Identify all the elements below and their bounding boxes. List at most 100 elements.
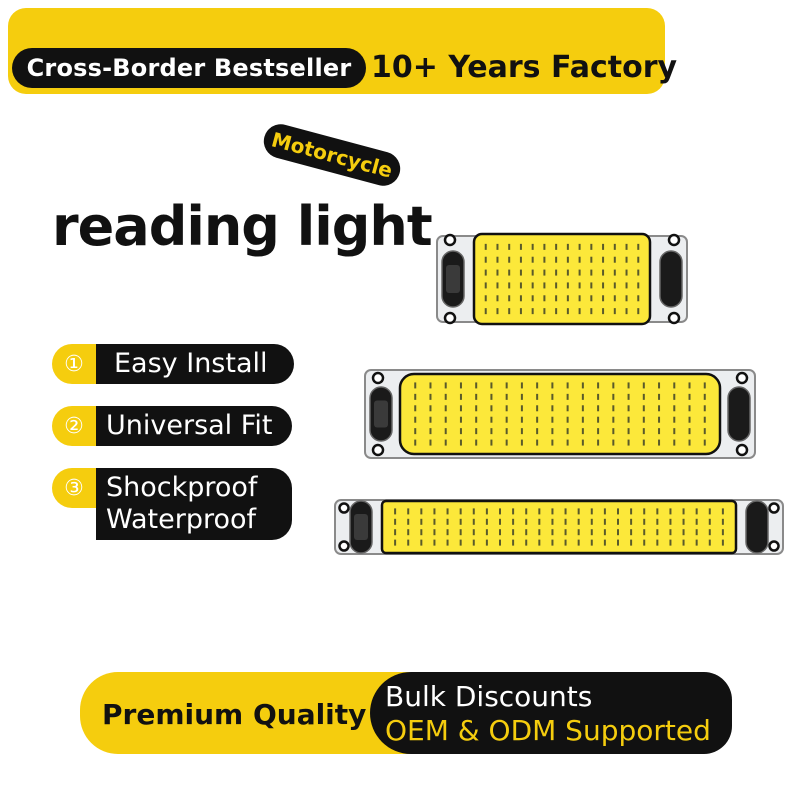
led-chip — [551, 529, 554, 536]
led-chip — [475, 393, 478, 400]
led-chip — [682, 508, 685, 515]
led-chip — [708, 518, 711, 525]
led-chip — [429, 439, 432, 446]
led-chip — [630, 539, 633, 546]
medium-lamp — [364, 369, 756, 459]
led-chip — [625, 295, 628, 302]
connector-right — [745, 500, 769, 554]
led-chip — [597, 439, 600, 446]
led-chip — [603, 508, 606, 515]
led-chip — [394, 518, 397, 525]
led-chip — [525, 508, 528, 515]
led-panel — [398, 372, 722, 456]
led-chip — [551, 393, 554, 400]
led-chip — [543, 282, 546, 289]
led-chip — [484, 256, 487, 263]
led-chip — [499, 518, 501, 525]
led-chip — [643, 518, 646, 525]
led-chip — [637, 308, 640, 315]
led-chip — [484, 282, 487, 289]
led-chip — [519, 256, 522, 263]
feature-label: Easy Install — [114, 348, 268, 379]
led-chip — [673, 428, 676, 435]
led-chip — [642, 393, 645, 400]
led-chip — [673, 416, 676, 423]
led-chip — [673, 393, 676, 400]
led-chip — [505, 393, 508, 400]
mounting-hole — [371, 443, 385, 457]
led-chip — [444, 439, 447, 446]
led-chip — [496, 256, 499, 263]
led-chip — [578, 282, 581, 289]
led-chip — [612, 405, 615, 412]
led-chip — [429, 393, 432, 400]
led-chip — [658, 393, 661, 400]
led-chip — [551, 439, 554, 446]
led-chip — [658, 439, 661, 446]
bottom-banner-black — [370, 672, 732, 754]
led-chip — [703, 405, 706, 412]
switch-knob — [446, 265, 460, 293]
led-chip — [578, 308, 581, 315]
led-chip — [673, 439, 676, 446]
led-chip — [496, 269, 499, 276]
led-chip — [656, 508, 659, 515]
led-chip — [496, 282, 499, 289]
led-chip — [485, 518, 488, 525]
led-chip — [590, 282, 593, 289]
led-chip — [520, 382, 523, 389]
led-chip — [543, 295, 546, 302]
led-chip — [420, 508, 423, 515]
led-chip — [617, 539, 619, 546]
led-chip — [682, 518, 685, 525]
led-chip — [578, 243, 581, 250]
led-chip — [577, 508, 580, 515]
led-chip — [682, 539, 685, 546]
led-chip — [564, 539, 567, 546]
led-chip — [519, 295, 522, 302]
led-chip — [512, 539, 515, 546]
led-chip — [551, 539, 554, 546]
bestseller-badge-text: Cross-Border Bestseller — [26, 54, 352, 82]
led-chip — [459, 539, 462, 546]
led-chip — [597, 393, 600, 400]
led-chip — [555, 308, 558, 315]
led-chip — [551, 405, 554, 412]
led-chip — [531, 256, 534, 263]
led-chip — [543, 269, 546, 276]
led-chip — [555, 282, 558, 289]
led-chip — [536, 393, 539, 400]
mounting-hole — [443, 233, 457, 247]
led-chip — [394, 508, 397, 515]
led-chip — [708, 529, 711, 536]
led-chip — [643, 529, 646, 536]
led-chip — [669, 508, 672, 515]
led-chip — [577, 518, 580, 525]
led-chip — [630, 518, 633, 525]
mounting-hole — [735, 443, 749, 457]
led-chip — [444, 382, 447, 389]
led-chip — [531, 243, 534, 250]
led-chip — [414, 416, 417, 423]
led-chip — [721, 539, 724, 546]
led-chip — [590, 539, 593, 546]
led-chip — [555, 243, 558, 250]
led-chip — [429, 428, 432, 435]
led-chip — [536, 382, 539, 389]
led-chip — [414, 382, 417, 389]
led-chip — [446, 529, 449, 536]
led-chip — [703, 428, 706, 435]
led-chip — [581, 405, 584, 412]
led-chip — [682, 529, 685, 536]
led-chip — [566, 405, 569, 412]
led-chip — [566, 416, 569, 423]
led-chip — [703, 382, 706, 389]
led-chip — [536, 428, 539, 435]
led-chip — [642, 416, 645, 423]
led-chip — [566, 243, 569, 250]
connector-right — [659, 250, 683, 308]
led-chip — [577, 539, 580, 546]
led-chip — [459, 529, 462, 536]
feature-label-line-1: Shockproof — [106, 472, 258, 503]
led-chip — [429, 405, 432, 412]
